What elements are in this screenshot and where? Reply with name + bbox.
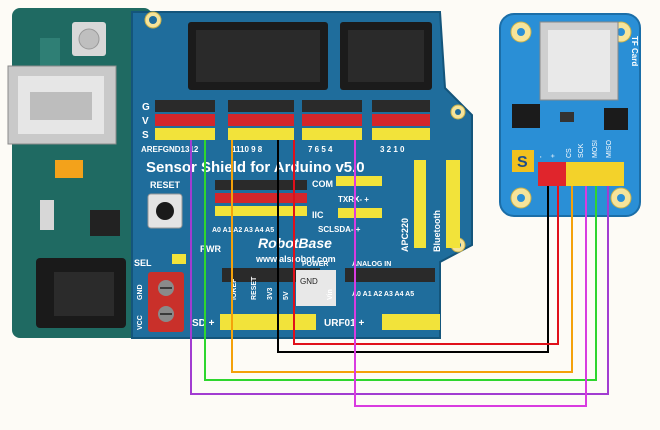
brand-url: www.alsrobot.com [255, 254, 336, 264]
aref-gnd-label: AREFGND1312 [141, 145, 199, 154]
sd-header[interactable] [220, 314, 316, 330]
pins-7-4-label: 7 6 5 4 [308, 145, 333, 154]
arduino-board [7, 8, 152, 338]
tf-pin-labels: - + CS SCK MOSI MISO [538, 140, 613, 158]
tf-connector-yellow[interactable] [566, 162, 624, 186]
tf-pin-label: SCK [578, 143, 585, 158]
v5-label: 5V [283, 291, 290, 300]
iic-label: IIC [312, 210, 324, 220]
tf-pin-label: MOSI [592, 140, 599, 158]
reset-label: RESET [150, 180, 181, 190]
sensor-shield: G V S AREFGND1312 1110 9 8 7 6 5 4 3 2 1… [131, 11, 473, 339]
digital-sensor-headers [155, 100, 430, 140]
apc220-label: APC220 [400, 218, 410, 252]
terminal-vcc-label: VCC [137, 315, 144, 330]
tf-pin-label: + [550, 154, 557, 158]
brand-logo: RobotBase [258, 235, 332, 251]
sclsda-label: SCLSDA- + [318, 225, 361, 234]
gnd-box-label: GND [300, 277, 318, 286]
row-label-v: V [142, 116, 149, 127]
apc220-header[interactable] [414, 160, 426, 248]
tf-pin-label: - [538, 155, 545, 158]
bluetooth-header[interactable] [446, 160, 460, 248]
com-label: COM [312, 179, 333, 189]
wire-magenta [354, 140, 587, 407]
terminal-gnd-label: GND [137, 284, 144, 300]
pins-11-8-label: 1110 9 8 [232, 145, 263, 154]
txrx-label: TXRX- + [338, 195, 369, 204]
power-label: POWER [302, 261, 328, 268]
sel-label: SEL [134, 258, 152, 268]
vin-label: Vin [327, 289, 334, 300]
tf-card-module: TF Card S [499, 13, 641, 217]
pins-3-0-label: 3 2 1 0 [380, 145, 405, 154]
analog-bottom-pins-label: A0 A1 A2 A3 A4 A5 [352, 291, 414, 298]
wire-purple [190, 140, 609, 395]
sd-label: SD + [192, 318, 215, 329]
analog-in-label: ANALOG IN [352, 261, 391, 268]
s-badge: S [517, 154, 528, 171]
urf-header[interactable] [382, 314, 440, 330]
row-label-s: S [142, 130, 149, 141]
shield-title: Sensor Shield for Arduino v5.0 [146, 159, 365, 176]
pwr-label: PWR [200, 244, 221, 254]
tf-pin-label: CS [566, 148, 573, 158]
wire-black [277, 140, 549, 353]
ioref-label: IOREF [231, 278, 238, 300]
power-screw-terminal[interactable] [148, 272, 184, 332]
bluetooth-label: Bluetooth [432, 210, 442, 252]
analog-top-pins-label: A0 A1 A2 A3 A4 A5 [212, 227, 274, 234]
urf-label: URF01 + [324, 318, 364, 329]
row-label-g: G [142, 102, 150, 113]
wire-orange [231, 140, 573, 373]
wire-green [204, 140, 597, 381]
wire-red [293, 140, 559, 345]
v33-label: 3V3 [267, 287, 274, 300]
wires [190, 140, 609, 407]
tf-connector-red[interactable] [538, 162, 566, 186]
reset-pin-label: RESET [251, 276, 258, 300]
power-box [296, 270, 336, 306]
analog-sensor-headers [215, 180, 307, 216]
tf-pin-label: MISO [606, 140, 613, 158]
tf-card-label: TF Card [630, 36, 639, 66]
